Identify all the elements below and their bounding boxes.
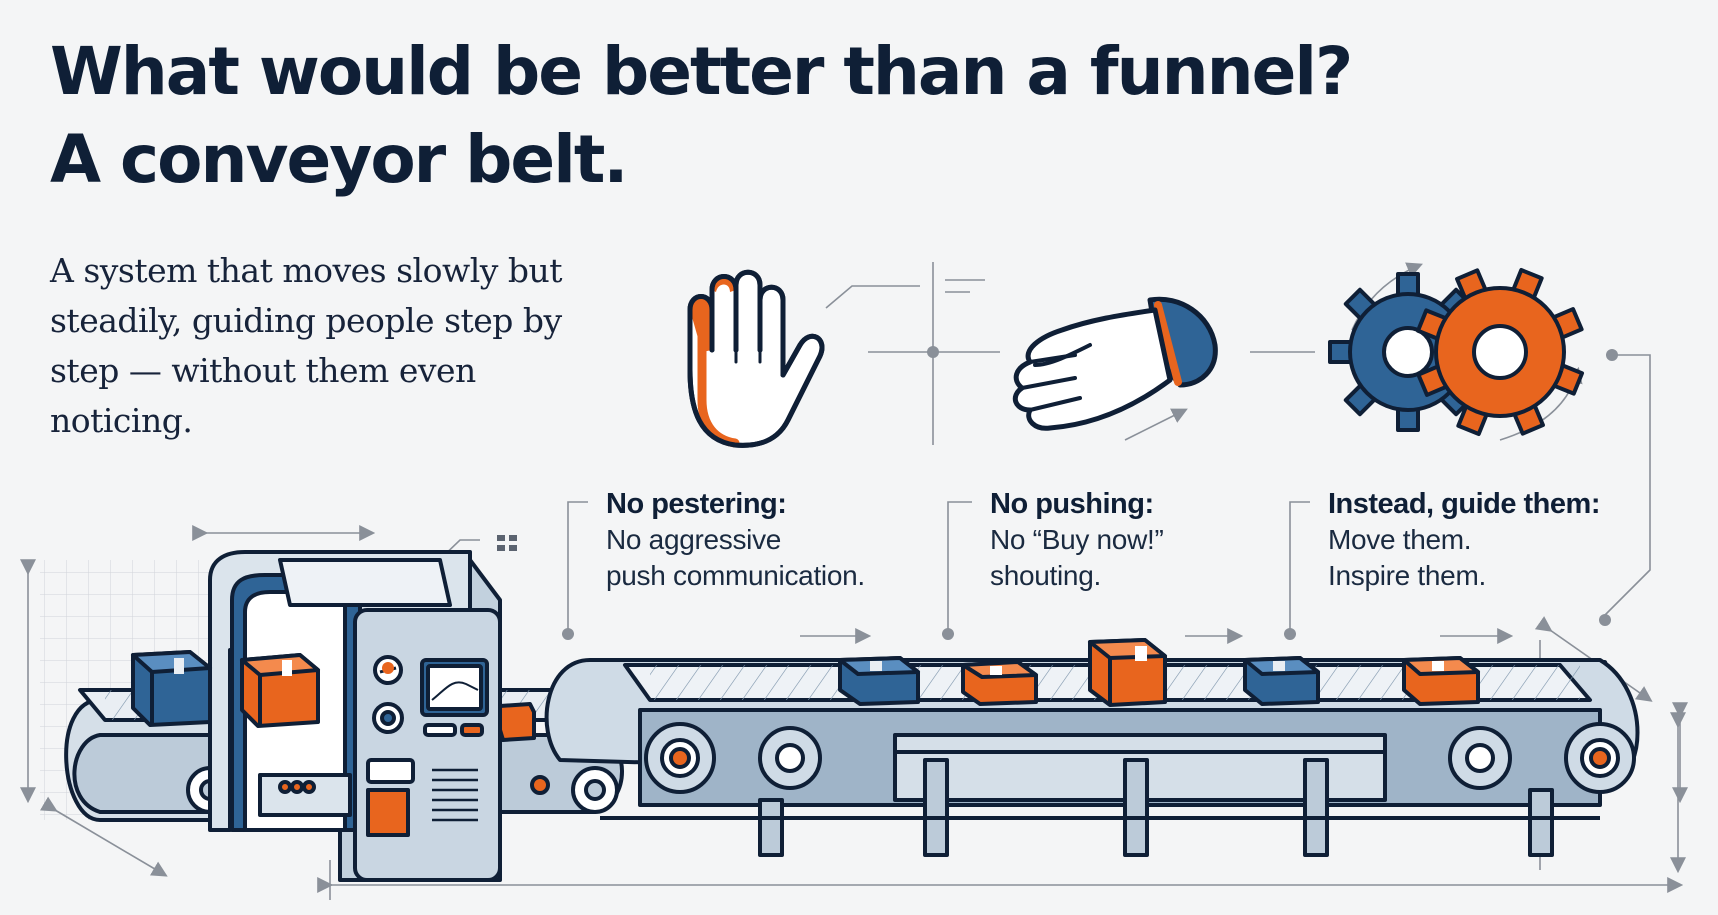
caption-no-pushing: No pushing: No “Buy now!” shouting. [990,486,1164,594]
box-blue-left [131,650,212,727]
caption-line: No aggressive [606,524,782,555]
box-blue-2 [1243,656,1320,706]
box-blue-1 [838,656,920,706]
package-boxes [131,638,1480,742]
stop-hand-icon [687,269,825,448]
gears-icon [1328,267,1585,437]
intro-text: A system that moves slowly but steadily,… [50,251,563,440]
caption-body: Move them. Inspire them. [1328,522,1600,594]
main-conveyor [544,658,1640,857]
title-line-2: A conveyor belt. [50,121,628,198]
caption-guide-them: Instead, guide them: Move them. Inspire … [1328,486,1600,594]
caption-line: push communication. [606,560,865,591]
caption-line: Move them. [1328,524,1472,555]
caption-line: Inspire them. [1328,560,1486,591]
caption-title: No pushing: [990,488,1154,520]
box-orange-machine [240,653,320,728]
open-hand-icon [1012,296,1218,431]
box-orange-2 [1088,638,1167,707]
caption-title: Instead, guide them: [1328,488,1600,520]
title-line-1: What would be better than a funnel? [50,33,1353,110]
caption-line: shouting. [990,560,1101,591]
caption-body: No “Buy now!” shouting. [990,522,1164,594]
caption-line: No “Buy now!” [990,524,1164,555]
caption-body: No aggressive push communication. [606,522,865,594]
page-title: What would be better than a funnel? A co… [50,28,1353,204]
blueprint-glyph [497,535,517,551]
box-orange-1 [961,660,1038,706]
caption-no-pestering: No pestering: No aggressive push communi… [606,486,865,594]
caption-title: No pestering: [606,488,787,520]
box-orange-3 [1402,656,1480,706]
